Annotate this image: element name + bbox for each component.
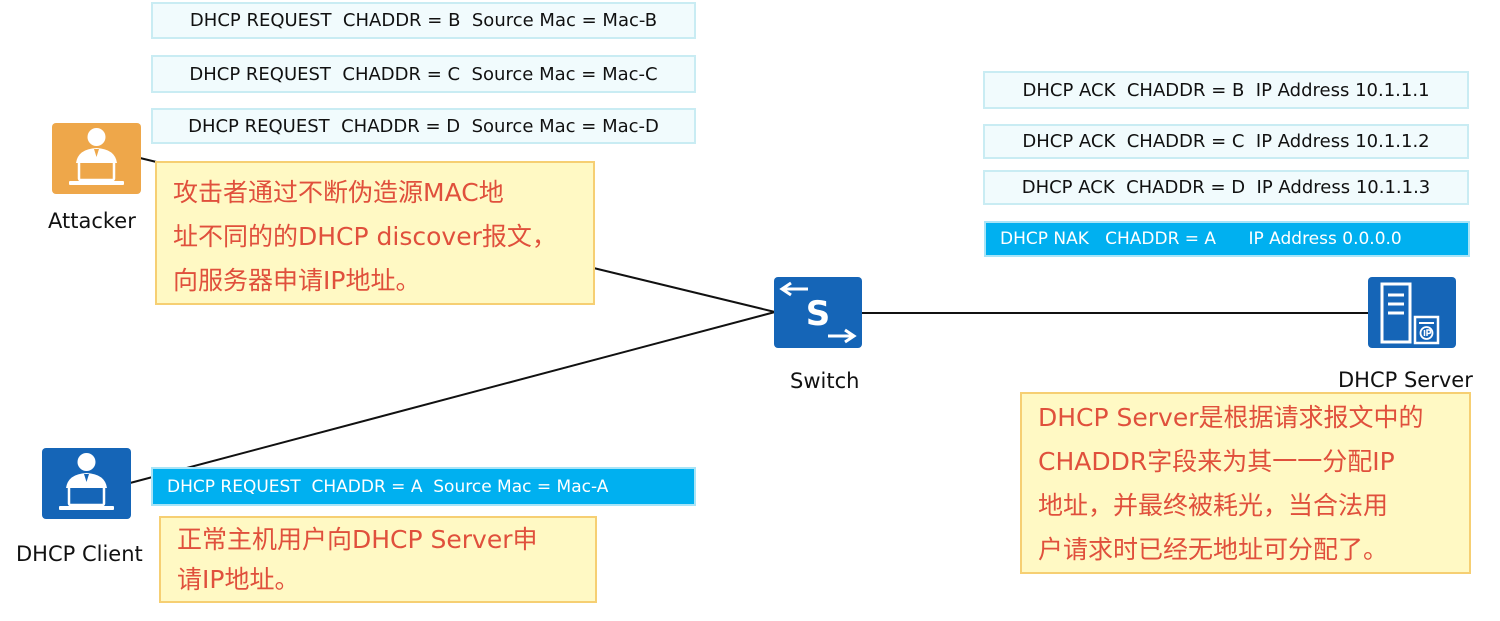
server-note-line-1: DHCP Server是根据请求报文中的: [1038, 403, 1424, 432]
switch-glyph: S: [806, 294, 831, 334]
client-device: [42, 448, 131, 519]
switch-device: S: [774, 277, 862, 348]
switch-icon: S: [779, 281, 857, 344]
switch-label: Switch: [790, 369, 860, 393]
client-note-line-2: 请IP地址。: [177, 565, 300, 594]
user-laptop-icon: [59, 453, 114, 510]
server-note-line-4: 户请求时已经无地址可分配了。: [1038, 535, 1389, 564]
link-client-switch: [129, 311, 776, 484]
attacker-label: Attacker: [48, 209, 136, 233]
attacker-device: [52, 123, 141, 194]
server-label: DHCP Server: [1338, 368, 1473, 392]
server-ack-c: DHCP ACK CHADDR = C IP Address 10.1.1.2: [983, 124, 1469, 159]
client-note: 正常主机用户向DHCP Server申 请IP地址。: [159, 516, 597, 603]
user-laptop-icon: [69, 128, 124, 185]
server-icon: [1380, 282, 1440, 345]
attacker-note: 攻击者通过不断伪造源MAC地 址不同的的DHCP discover报文， 向服务…: [155, 161, 595, 305]
client-request-a: DHCP REQUEST CHADDR = A Source Mac = Mac…: [151, 467, 696, 506]
attacker-request-c: DHCP REQUEST CHADDR = C Source Mac = Mac…: [151, 55, 696, 93]
server-ack-b: DHCP ACK CHADDR = B IP Address 10.1.1.1: [983, 71, 1469, 109]
server-note-line-3: 地址，并最终被耗光，当合法用: [1038, 491, 1389, 520]
attacker-note-line-2: 址不同的的DHCP discover报文，: [173, 222, 557, 251]
client-note-line-1: 正常主机用户向DHCP Server申: [177, 525, 538, 554]
server-ack-d: DHCP ACK CHADDR = D IP Address 10.1.1.3: [983, 170, 1469, 205]
server-device: [1368, 277, 1456, 348]
attacker-request-d: DHCP REQUEST CHADDR = D Source Mac = Mac…: [151, 108, 696, 144]
attacker-note-line-3: 向服务器申请IP地址。: [173, 266, 421, 295]
attacker-note-line-1: 攻击者通过不断伪造源MAC地: [173, 178, 504, 207]
server-nak-a: DHCP NAK CHADDR = A IP Address 0.0.0.0: [984, 221, 1470, 257]
server-note-line-2: CHADDR字段来为其一一分配IP: [1038, 447, 1395, 476]
client-label: DHCP Client: [16, 542, 143, 566]
attacker-request-b: DHCP REQUEST CHADDR = B Source Mac = Mac…: [151, 2, 696, 39]
server-note: DHCP Server是根据请求报文中的 CHADDR字段来为其一一分配IP 地…: [1020, 392, 1471, 574]
